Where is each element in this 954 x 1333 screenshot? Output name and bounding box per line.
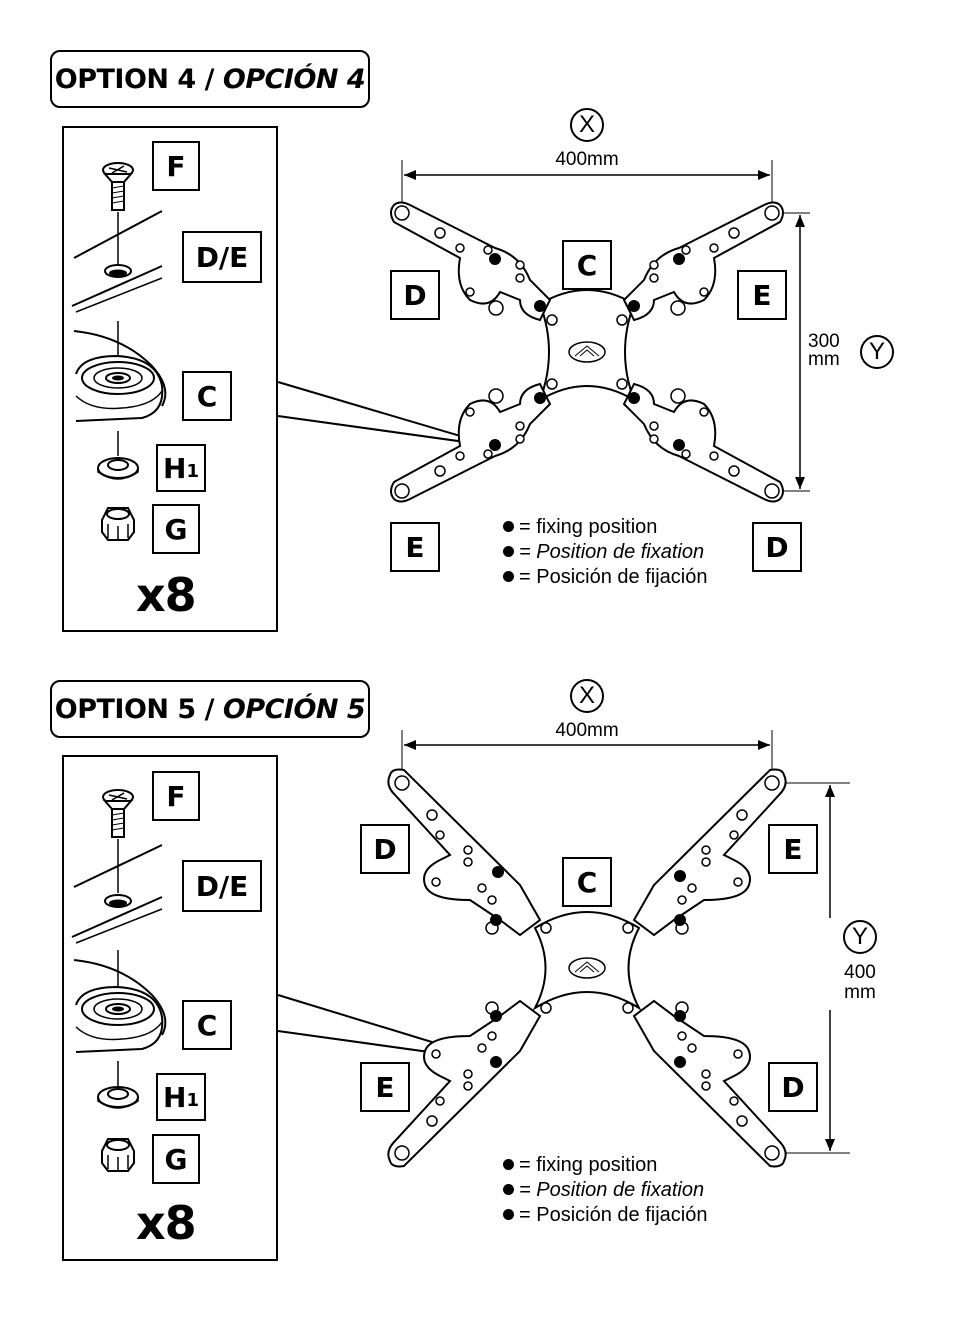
option-4-parts-panel bbox=[62, 126, 278, 632]
part-label-h1-main: H bbox=[163, 1080, 187, 1114]
option-4-parts-drawing bbox=[71, 162, 462, 541]
y-dimension-unit: mm bbox=[808, 349, 840, 370]
part-label-g: G bbox=[152, 1134, 200, 1184]
option-5-parts-drawing bbox=[71, 789, 495, 1172]
x-dimension-text: 400mm bbox=[555, 149, 619, 170]
y-dimension-text: 300 mm bbox=[808, 331, 850, 370]
legend-text-es: = Posición de fijación bbox=[519, 566, 708, 588]
nut-icon bbox=[101, 507, 135, 541]
bracket-icon bbox=[73, 330, 167, 422]
y-axis-marker: Y bbox=[860, 335, 894, 369]
nut-icon bbox=[101, 1138, 135, 1172]
y-dimension-value: 300 bbox=[808, 331, 840, 352]
legend-text-fr: = Position de fixation bbox=[519, 541, 705, 563]
part-label-h1-sub: 1 bbox=[186, 460, 199, 482]
option-5-title-main: OPTION 5 / bbox=[54, 693, 215, 725]
option-4-plate-drawing bbox=[390, 160, 810, 503]
legend-row-fr: = Position de fixation bbox=[503, 540, 707, 565]
legend-text-es: = Posición de fijación bbox=[519, 1204, 708, 1226]
legend-row-fr: = Position de fixation bbox=[503, 1178, 707, 1203]
option-5-plate-drawing bbox=[387, 730, 850, 1168]
plate-icon bbox=[71, 210, 163, 313]
part-label-h1-sub: 1 bbox=[186, 1089, 199, 1111]
x-axis-marker: X bbox=[570, 108, 604, 142]
washer-icon bbox=[97, 1086, 139, 1109]
x-dimension-text: 400mm bbox=[555, 720, 619, 741]
plate-label-left-bottom: E bbox=[390, 522, 440, 572]
option-4-title-main: OPTION 4 / bbox=[54, 63, 215, 95]
plate-label-center: C bbox=[562, 240, 612, 290]
fixing-dot-icon bbox=[503, 1159, 514, 1170]
fixing-dot-icon bbox=[503, 521, 514, 532]
option-5-legend: = fixing position = Position de fixation… bbox=[503, 1153, 707, 1228]
legend-text-en: = fixing position bbox=[519, 516, 658, 538]
plate-label-right-top: E bbox=[768, 824, 818, 874]
part-label-c: C bbox=[182, 1000, 232, 1050]
plate-label-right-top: E bbox=[737, 270, 787, 320]
part-label-c: C bbox=[182, 371, 232, 421]
y-axis-marker: Y bbox=[843, 920, 877, 954]
legend-row-en: = fixing position bbox=[503, 515, 707, 540]
x-axis-marker: X bbox=[570, 679, 604, 713]
option-5-title: OPTION 5 / OPCIÓN 5 bbox=[50, 680, 370, 738]
y-dimension-text: 400 mm bbox=[836, 963, 884, 1003]
screw-icon bbox=[102, 162, 134, 211]
screw-icon bbox=[102, 789, 134, 838]
plate-label-right-bottom: D bbox=[752, 522, 802, 572]
fixing-dot-icon bbox=[503, 1184, 514, 1195]
quantity-label: x8 bbox=[136, 568, 197, 622]
part-label-de: D/E bbox=[182, 860, 262, 912]
legend-row-es: = Posición de fijación bbox=[503, 565, 707, 590]
legend-text-en: = fixing position bbox=[519, 1154, 658, 1176]
plate-label-left-top: D bbox=[390, 270, 440, 320]
option-4-title-italic: OPCIÓN 4 bbox=[222, 63, 366, 95]
option-5-title-italic: OPCIÓN 5 bbox=[222, 693, 366, 725]
y-dimension-unit: mm bbox=[844, 982, 876, 1003]
bracket-icon bbox=[73, 959, 167, 1053]
legend-row-es: = Posición de fijación bbox=[503, 1203, 707, 1228]
part-label-f: F bbox=[152, 771, 200, 821]
option-4-legend: = fixing position = Position de fixation… bbox=[503, 515, 707, 590]
plate-label-left-top: D bbox=[360, 824, 410, 874]
fixing-dot-icon bbox=[503, 571, 514, 582]
washer-icon bbox=[97, 457, 139, 480]
plate-label-right-bottom: D bbox=[768, 1062, 818, 1112]
part-label-h1-main: H bbox=[163, 451, 187, 485]
plate-icon bbox=[71, 844, 163, 944]
fixing-dot-icon bbox=[503, 1209, 514, 1220]
part-label-f: F bbox=[152, 141, 200, 191]
legend-row-en: = fixing position bbox=[503, 1153, 707, 1178]
fixing-dot-icon bbox=[503, 546, 514, 557]
part-label-de: D/E bbox=[182, 231, 262, 283]
y-dimension-value: 400 bbox=[844, 962, 876, 983]
legend-text-fr: = Position de fixation bbox=[519, 1179, 705, 1201]
part-label-g: G bbox=[152, 504, 200, 554]
option-5-parts-panel bbox=[62, 755, 278, 1261]
plate-label-left-bottom: E bbox=[360, 1062, 410, 1112]
plate-label-center: C bbox=[562, 857, 612, 907]
option-4-title: OPTION 4 / OPCIÓN 4 bbox=[50, 50, 370, 108]
quantity-label: x8 bbox=[136, 1196, 197, 1250]
